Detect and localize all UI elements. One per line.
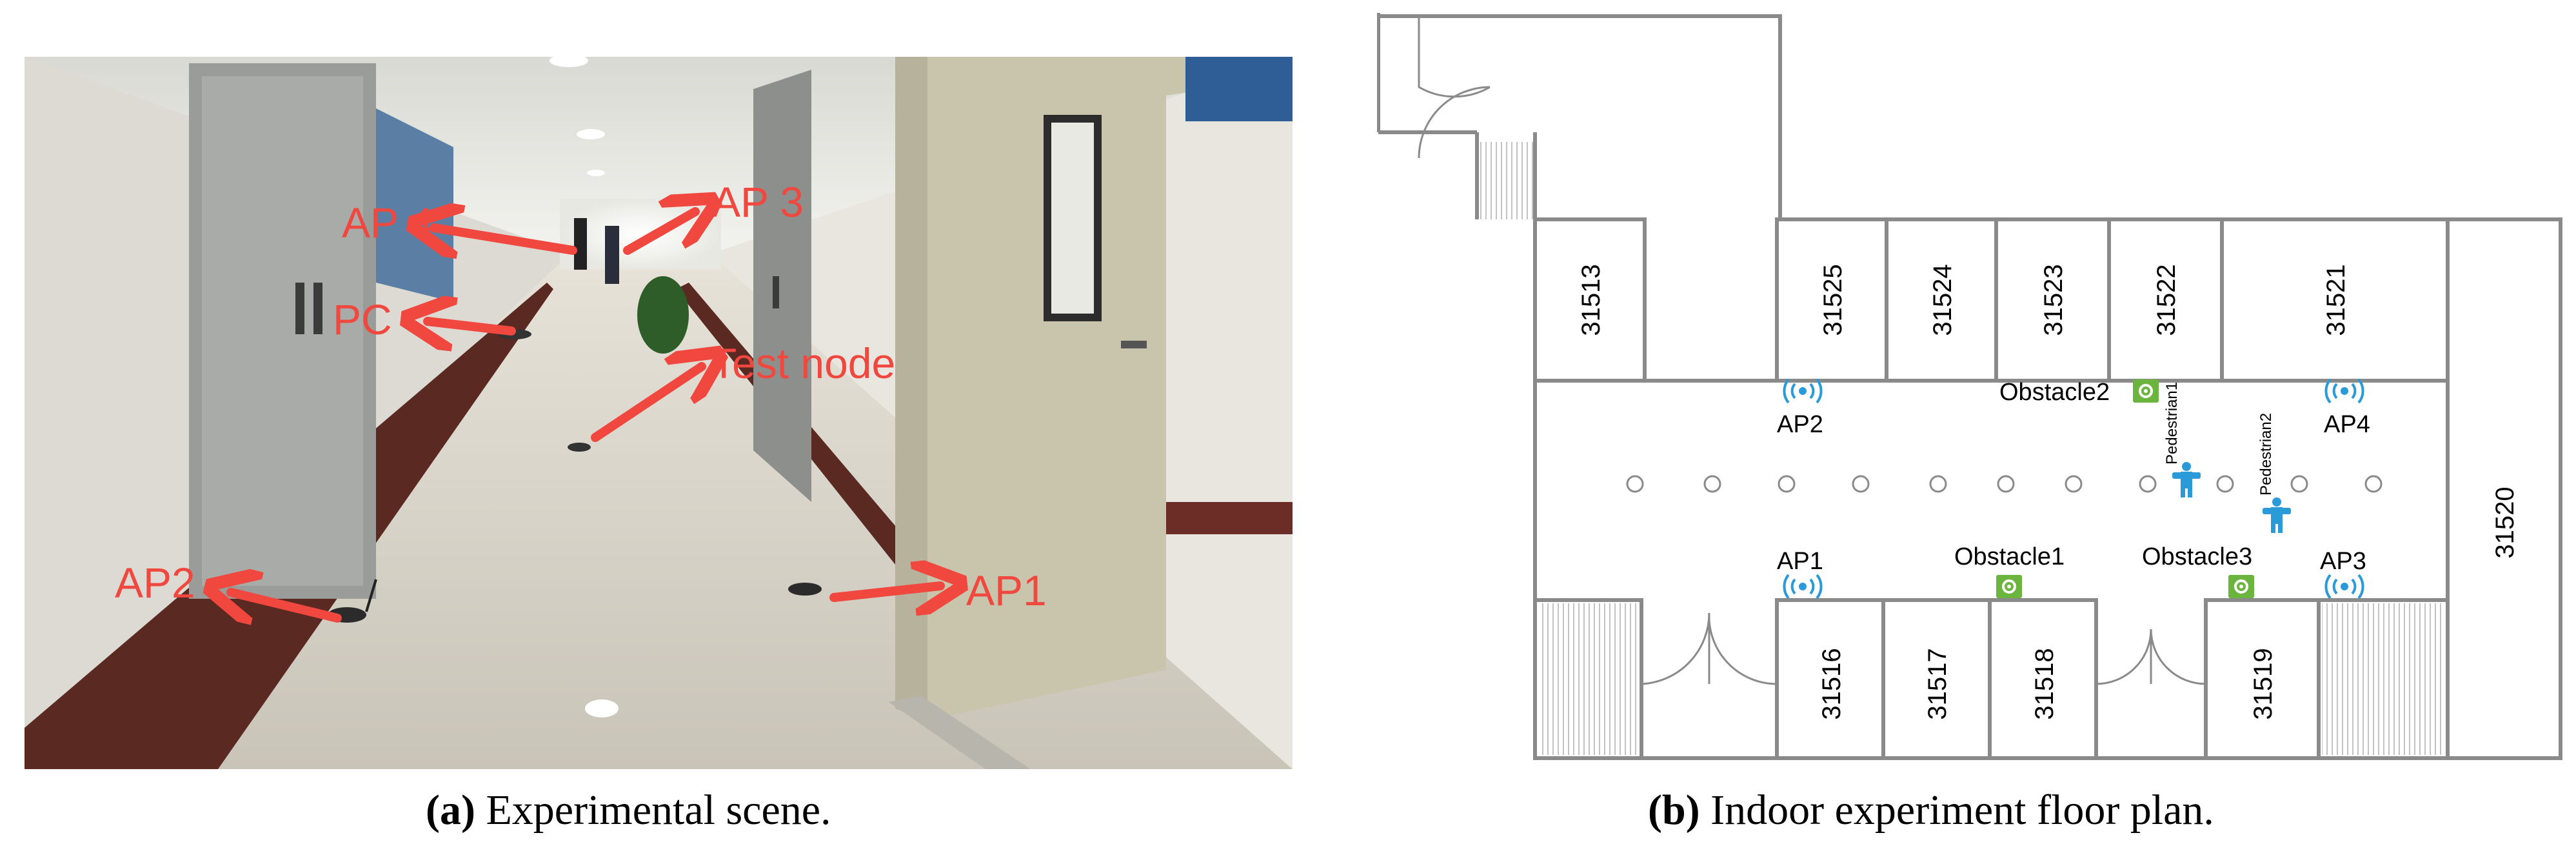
- obstacle2-label: Obstacle2: [1999, 379, 2110, 406]
- door-swing: [2150, 628, 2206, 685]
- wall: [1376, 14, 1782, 219]
- arrow-ap4: [434, 228, 577, 250]
- floor-rail: [889, 696, 1031, 769]
- person-silhouette: [605, 226, 619, 284]
- reference-point: [1997, 475, 2015, 493]
- right-door: [753, 70, 811, 502]
- wifi-icon: [2324, 378, 2364, 404]
- room-label: 31520: [2491, 487, 2519, 558]
- label-test-node: Test node: [711, 339, 895, 387]
- caption-a-letter: (a): [426, 787, 475, 834]
- wall-sign: [1185, 57, 1293, 121]
- label-ap2: AP2: [115, 559, 195, 607]
- pedestrian2-label: Pedestrian2: [2257, 413, 2275, 496]
- room-31520: [2446, 217, 2562, 760]
- left-door-handle: [313, 283, 322, 334]
- room-label: 31513: [1577, 264, 1605, 336]
- room-31518: [1988, 598, 2098, 760]
- room-label: 31522: [2152, 264, 2181, 336]
- recycle-icon: [1995, 574, 2023, 599]
- room-label: 31523: [2039, 264, 2068, 336]
- person-silhouette: [574, 218, 587, 270]
- caption-b: (b) Indoor experiment floor plan.: [1648, 786, 2214, 835]
- reference-point: [1626, 475, 1644, 493]
- corridor-photo: AP 4 AP 3 PC Test node AP2 AP1: [25, 54, 1293, 769]
- caption-b-text: Indoor experiment floor plan.: [1699, 787, 2214, 834]
- right-door-handle: [773, 276, 779, 308]
- label-ap4: AP 4: [342, 199, 433, 246]
- stairs: [1479, 142, 1533, 219]
- reference-point: [1929, 475, 1947, 493]
- room-label: 31517: [1923, 648, 1952, 719]
- wifi-icon: [1783, 378, 1823, 404]
- arrow-ap1: [829, 586, 940, 597]
- room-label: 31521: [2322, 264, 2350, 336]
- ceiling-light: [587, 170, 605, 176]
- room-label: 31524: [1928, 264, 1957, 336]
- pedestrian1-label: Pedestrian1: [2163, 382, 2181, 465]
- label-ap3: AP 3: [712, 178, 804, 226]
- left-door-panel: [202, 76, 363, 586]
- reference-point: [1852, 475, 1870, 493]
- door-swing: [1418, 16, 1491, 98]
- room-label: 31525: [1819, 264, 1847, 336]
- stairwell-right: [2317, 598, 2450, 760]
- arrow-test-node: [591, 366, 702, 442]
- ceiling-light: [550, 54, 588, 67]
- floor-plan: 31513 31525 31524 31523 31522 31521 3152…: [1376, 13, 2564, 761]
- obstacle3-label: Obstacle3: [2142, 543, 2252, 570]
- caption-a-text: Experimental scene.: [475, 787, 831, 834]
- reference-point: [2139, 475, 2157, 493]
- door-swing: [1708, 612, 1778, 685]
- reference-point: [2290, 475, 2308, 493]
- door-frame: [895, 57, 927, 721]
- person-icon: [2172, 462, 2201, 497]
- ceiling-light: [577, 129, 605, 139]
- stairs: [1538, 603, 1638, 755]
- recycle-icon: [2132, 378, 2160, 404]
- stairwell-left: [1533, 598, 1643, 760]
- reference-point: [2216, 475, 2234, 493]
- floor-reflection: [585, 699, 619, 718]
- open-door-handle: [1121, 341, 1147, 348]
- wifi-icon: [2324, 574, 2364, 599]
- door-window-glass: [1051, 123, 1094, 314]
- floor-plan-diagram: 31513 31525 31524 31523 31522 31521 3152…: [1376, 13, 2562, 760]
- arrow-pc: [428, 321, 516, 331]
- label-ap1: AP1: [966, 567, 1047, 614]
- recycle-icon: [2227, 574, 2255, 599]
- caption-a: (a) Experimental scene.: [426, 786, 831, 835]
- ap1-label: AP1: [1777, 548, 1823, 575]
- stairs: [2322, 603, 2444, 755]
- test-node-device: [568, 443, 591, 452]
- room-label: 31519: [2249, 648, 2277, 719]
- left-door-handle: [295, 283, 304, 334]
- caption-b-letter: (b): [1648, 787, 1700, 834]
- ap3-label: AP3: [2320, 548, 2366, 575]
- reference-point: [1778, 475, 1796, 493]
- ap2-label: AP2: [1777, 411, 1823, 438]
- person-icon: [2263, 497, 2291, 533]
- door-swing: [1641, 612, 1710, 685]
- room-31513: [1533, 217, 1647, 383]
- door-swing: [1418, 86, 1491, 159]
- arrow-ap3: [623, 212, 695, 255]
- ap1-device: [788, 583, 822, 596]
- reference-point: [2364, 475, 2383, 493]
- door-swing: [2095, 628, 2152, 685]
- experimental-scene-photo: AP 4 AP 3 PC Test node AP2 AP1: [25, 54, 1293, 769]
- right-baseboard: [1147, 502, 1293, 534]
- potted-plant: [637, 276, 689, 354]
- open-door: [921, 57, 1293, 721]
- room-label: 31518: [2030, 648, 2059, 719]
- obstacle1-label: Obstacle1: [1954, 543, 2065, 570]
- ap4-label: AP4: [2324, 411, 2370, 438]
- reference-point: [1703, 475, 1721, 493]
- reference-point: [2065, 475, 2083, 493]
- label-pc: PC: [333, 296, 392, 343]
- room-label: 31516: [1818, 648, 1846, 719]
- arrow-ap2: [231, 592, 342, 618]
- wifi-icon: [1783, 574, 1823, 599]
